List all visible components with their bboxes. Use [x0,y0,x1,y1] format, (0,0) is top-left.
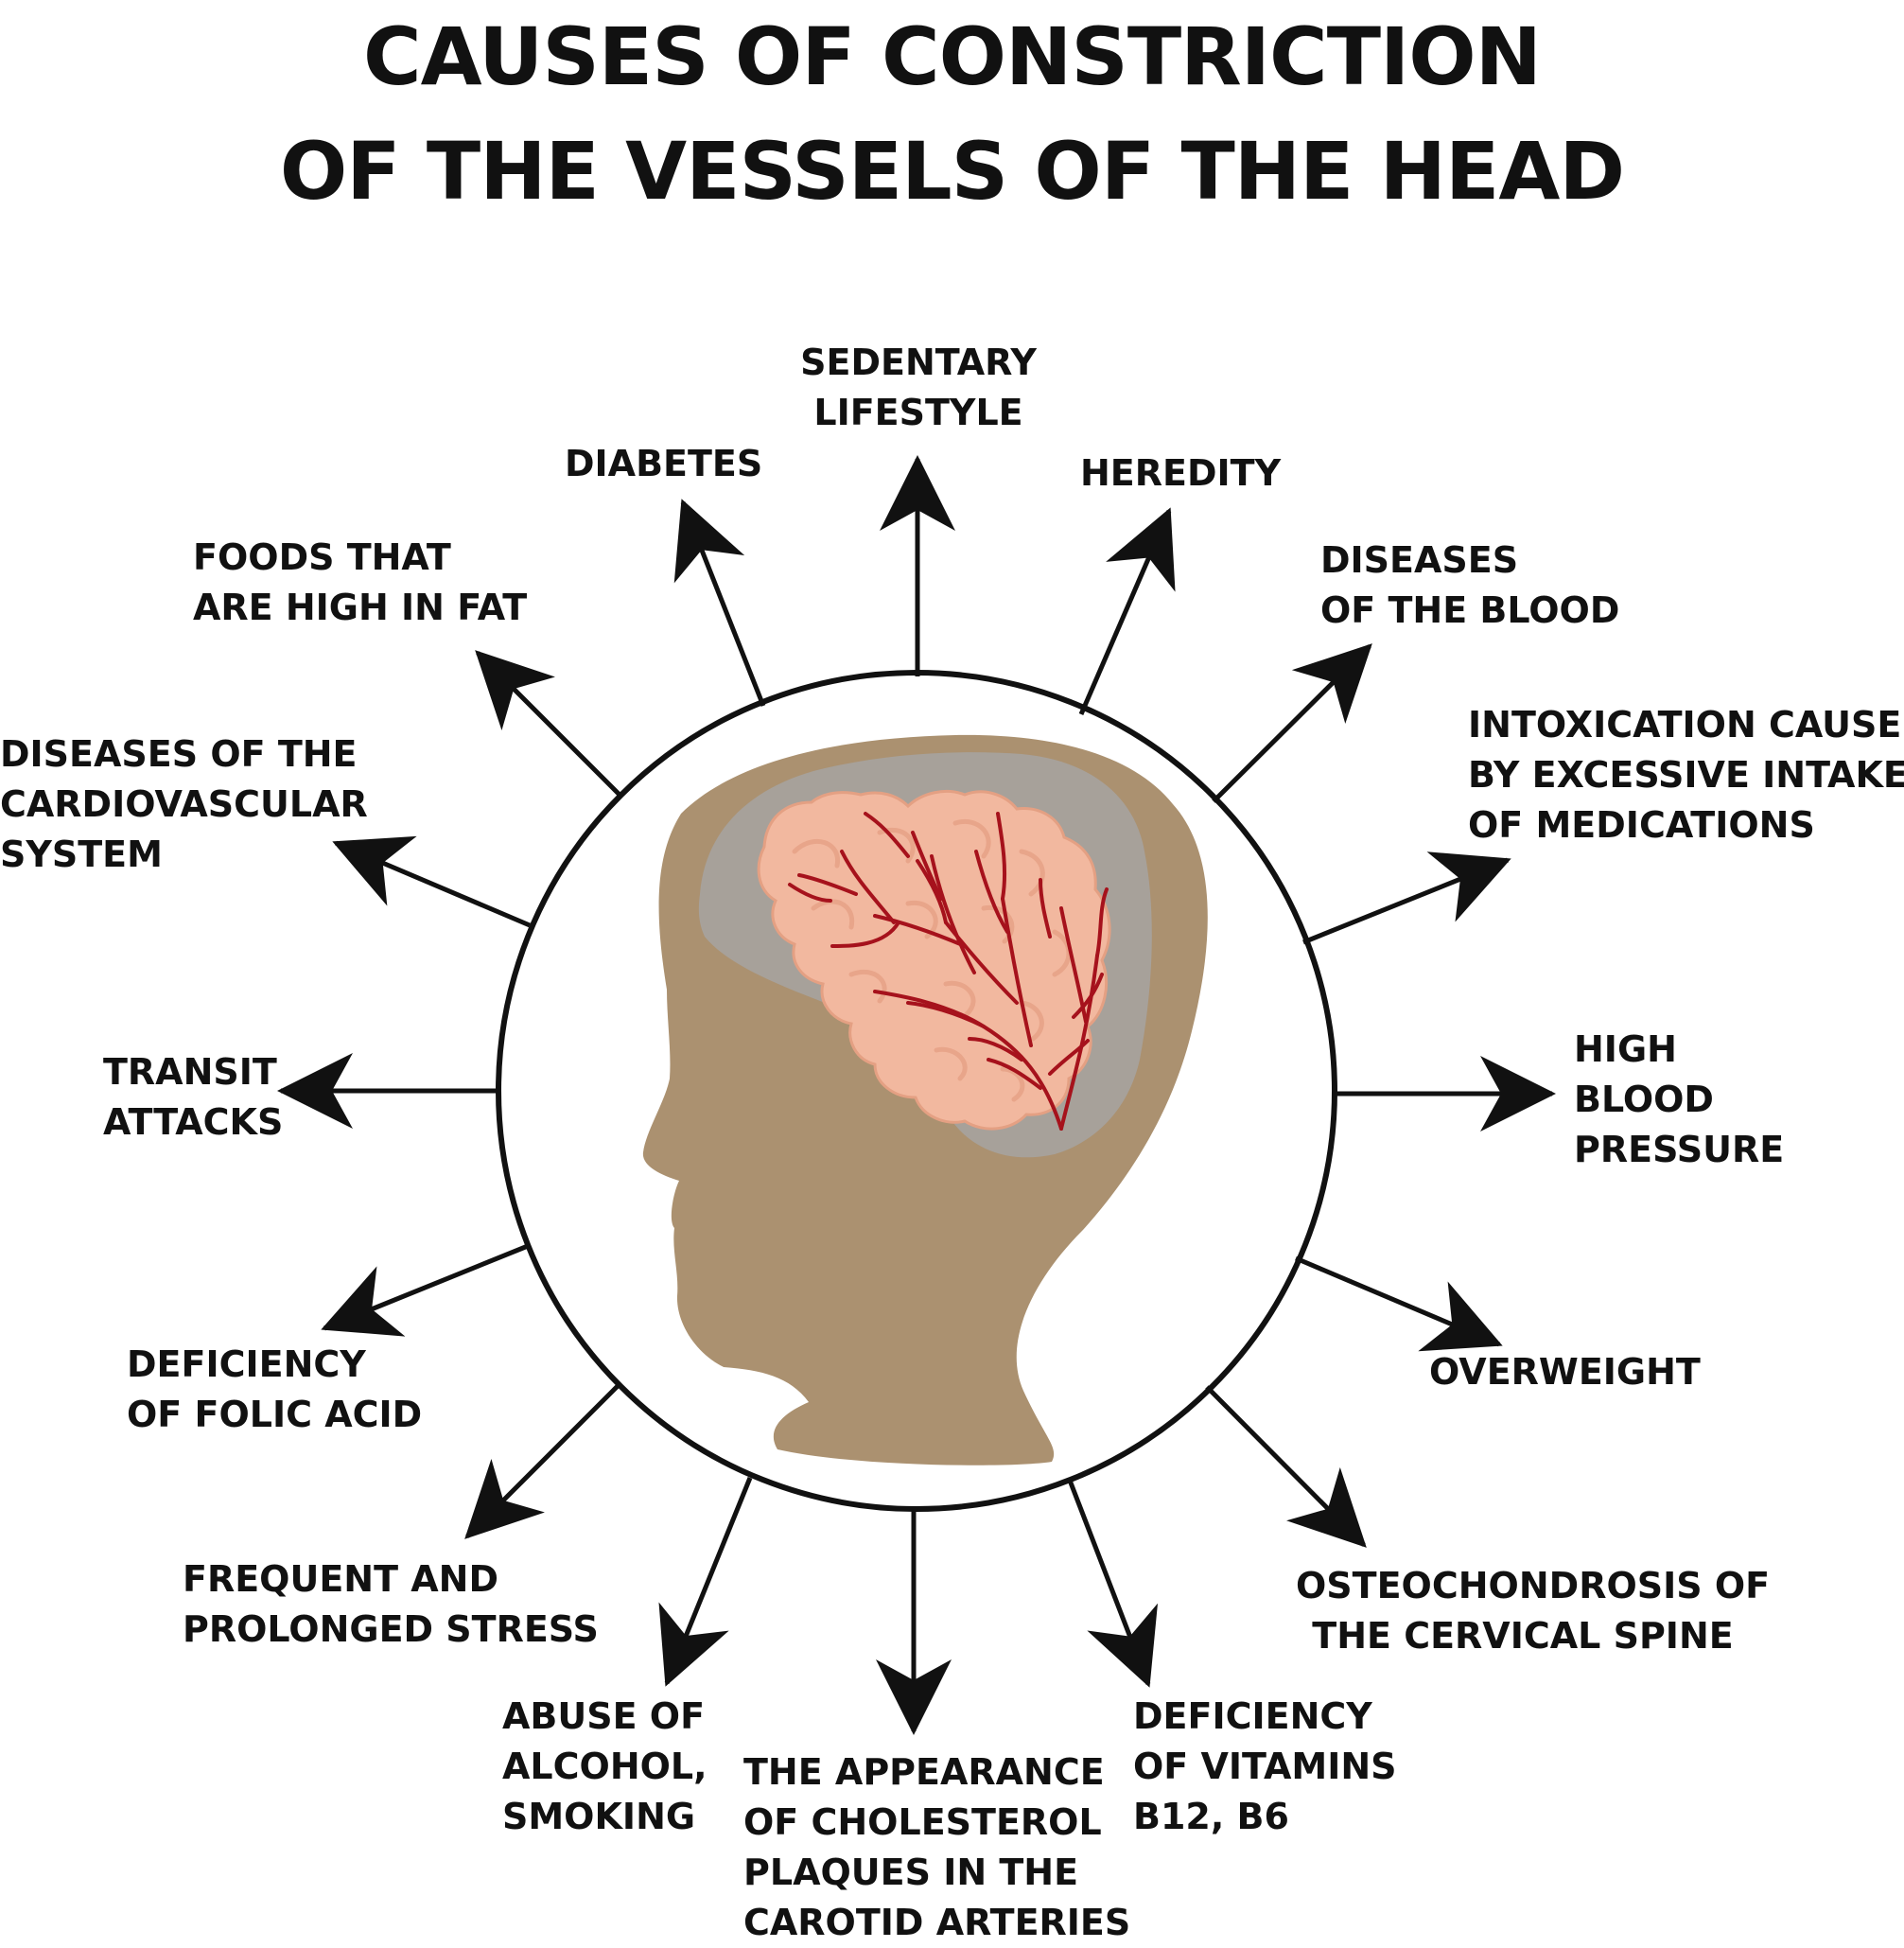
cause-line: TRANSIT [103,1051,277,1093]
cause-line: DIABETES [565,443,763,484]
arrows [277,455,1556,1735]
cause-line: HEREDITY [1080,452,1282,494]
cause-line: ALCOHOL, [502,1746,707,1787]
cause-line: HIGH [1574,1028,1677,1070]
cause-line: DISEASES OF THE [0,733,358,775]
cause-line: BLOOD [1574,1079,1714,1120]
cause-line: PROLONGED STRESS [183,1608,599,1650]
arrow-stress [464,1384,620,1539]
cause-high-blood-pressure: HIGH BLOOD PRESSURE [1574,1025,1784,1175]
cause-line: PRESSURE [1574,1129,1785,1170]
head-illustration [642,734,1208,1465]
cause-cholesterol-plaques: THE APPEARANCE OF CHOLESTEROL PLAQUES IN… [743,1747,1130,1948]
cause-line: SEDENTARY [800,342,1037,383]
cause-line: OVERWEIGHT [1429,1351,1701,1393]
cause-heredity: HEREDITY [1080,448,1281,499]
cause-line: INTOXICATION CAUSED [1468,704,1904,746]
arrow-osteo [1205,1385,1367,1548]
page-title: CAUSES OF CONSTRICTION OF THE VESSELS OF… [0,0,1904,229]
title-line-2: OF THE VESSELS OF THE HEAD [279,125,1625,218]
cause-diseases-of-the-blood: DISEASES OF THE BLOOD [1320,535,1619,636]
cause-line: THE APPEARANCE [743,1751,1105,1793]
cause-line: DEFICIENCY [127,1343,366,1385]
arrow-diabetes [673,499,766,707]
cause-line: DEFICIENCY [1133,1695,1372,1737]
arrow-blood-diseases [1212,643,1372,803]
cause-line: ARE HIGH IN FAT [193,587,528,628]
cause-line: OSTEOCHONDROSIS OF [1296,1565,1771,1606]
title-line-1: CAUSES OF CONSTRICTION [363,10,1542,103]
cause-overweight: OVERWEIGHT [1429,1347,1701,1397]
cause-line: FREQUENT AND [183,1558,499,1600]
cause-line: OF VITAMINS [1133,1746,1397,1787]
cause-line: OF MEDICATIONS [1468,804,1815,846]
arrow-intoxication [1302,851,1511,945]
cause-line: BY EXCESSIVE INTAKE [1468,754,1904,796]
cause-intoxication-medications: INTOXICATION CAUSED BY EXCESSIVE INTAKE … [1468,700,1904,851]
cause-line: OF FOLIC ACID [127,1394,423,1435]
arrow-vitamins [1066,1477,1158,1688]
cause-line: SYSTEM [0,834,163,875]
cause-frequent-stress: FREQUENT AND PROLONGED STRESS [183,1554,599,1655]
cause-alcohol-smoking: ABUSE OF ALCOHOL, SMOKING [502,1692,707,1842]
cause-line: CAROTID ARTERIES [743,1902,1131,1943]
cause-line: DISEASES [1320,539,1519,581]
cause-osteochondrosis: OSTEOCHONDROSIS OF THE CERVICAL SPINE [1296,1561,1771,1661]
brain-folds [792,818,1072,1102]
arrow-folic [321,1243,529,1337]
cause-diabetes: DIABETES [565,439,762,489]
cause-line: CARDIOVASCULAR [0,783,368,825]
arrow-foods [475,650,621,797]
cause-line: PLAQUES IN THE [743,1851,1079,1893]
cause-foods-high-in-fat: FOODS THAT ARE HIGH IN FAT [193,533,527,633]
arrow-alcohol [658,1477,753,1687]
cause-line: THE CERVICAL SPINE [1312,1615,1734,1657]
cause-line: ABUSE OF [502,1695,706,1737]
cause-sedentary-lifestyle: SEDENTARY LIFESTYLE [791,338,1046,438]
cause-transit-attacks: TRANSIT ATTACKS [103,1047,283,1148]
cause-line: B12, B6 [1133,1796,1289,1837]
arrow-heredity [1078,507,1176,715]
cause-line: LIFESTYLE [813,392,1023,433]
cause-cardiovascular-diseases: DISEASES OF THE CARDIOVASCULAR SYSTEM [0,729,368,880]
arrow-cardio [332,835,531,928]
cause-line: OF THE BLOOD [1320,589,1620,631]
brain [757,789,1111,1131]
cause-line: FOODS THAT [193,536,451,578]
blood-vessels [788,812,1109,1131]
cause-line: ATTACKS [103,1101,284,1143]
arrow-overweight [1295,1255,1503,1352]
cause-vitamin-deficiency: DEFICIENCY OF VITAMINS B12, B6 [1133,1692,1397,1842]
cause-line: SMOKING [502,1796,696,1837]
cause-folic-acid-deficiency: DEFICIENCY OF FOLIC ACID [127,1340,422,1440]
cause-line: OF CHOLESTEROL [743,1801,1102,1843]
